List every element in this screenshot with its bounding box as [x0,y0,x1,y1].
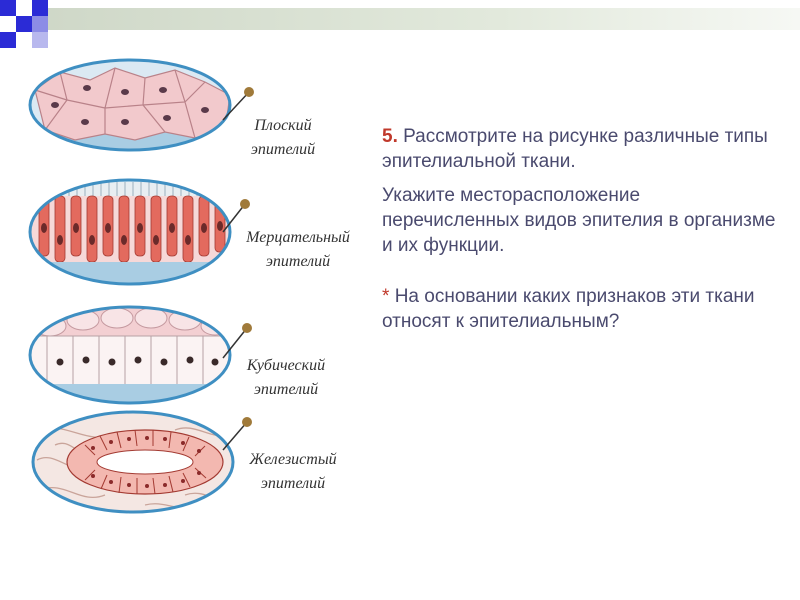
label-cuboidal-epithelium: Кубический эпителий [246,357,326,398]
label-glandular-epithelium: Железистый эпителий [249,451,337,492]
callout-pin-2 [240,199,250,209]
task-question: Укажите месторасположение перечисленных … [382,185,776,256]
callout-pin-3 [242,323,252,333]
glandular-epithelium-image [31,410,235,514]
task-instruction-paragraph: 5. Рассмотрите на рисунке различные типы… [382,124,782,174]
task-bonus-paragraph: * На основании каких признаков эти ткани… [382,284,782,334]
squamous-epithelium-image [28,58,232,152]
cuboidal-epithelium-image [28,305,232,405]
task-instruction: Рассмотрите на рисунке различные типы эп… [382,126,768,172]
label-ciliated-epithelium: Мерцательный эпителий [246,229,350,270]
callout-pin-4 [242,417,252,427]
callout-pin-1 [244,87,254,97]
label-squamous-epithelium: Плоский эпителий [250,117,316,158]
epithelium-illustration: Плоский эпителий Мерцательный эпителий К… [25,50,375,520]
task-bonus-question: На основании каких признаков эти ткани о… [382,286,755,332]
header-bar [48,8,800,30]
task-number: 5. [382,126,398,147]
ciliated-epithelium-image [28,178,232,286]
corner-checker-decoration [0,0,64,48]
task-text: 5. Рассмотрите на рисунке различные типы… [382,124,782,334]
star-marker: * [382,286,390,307]
